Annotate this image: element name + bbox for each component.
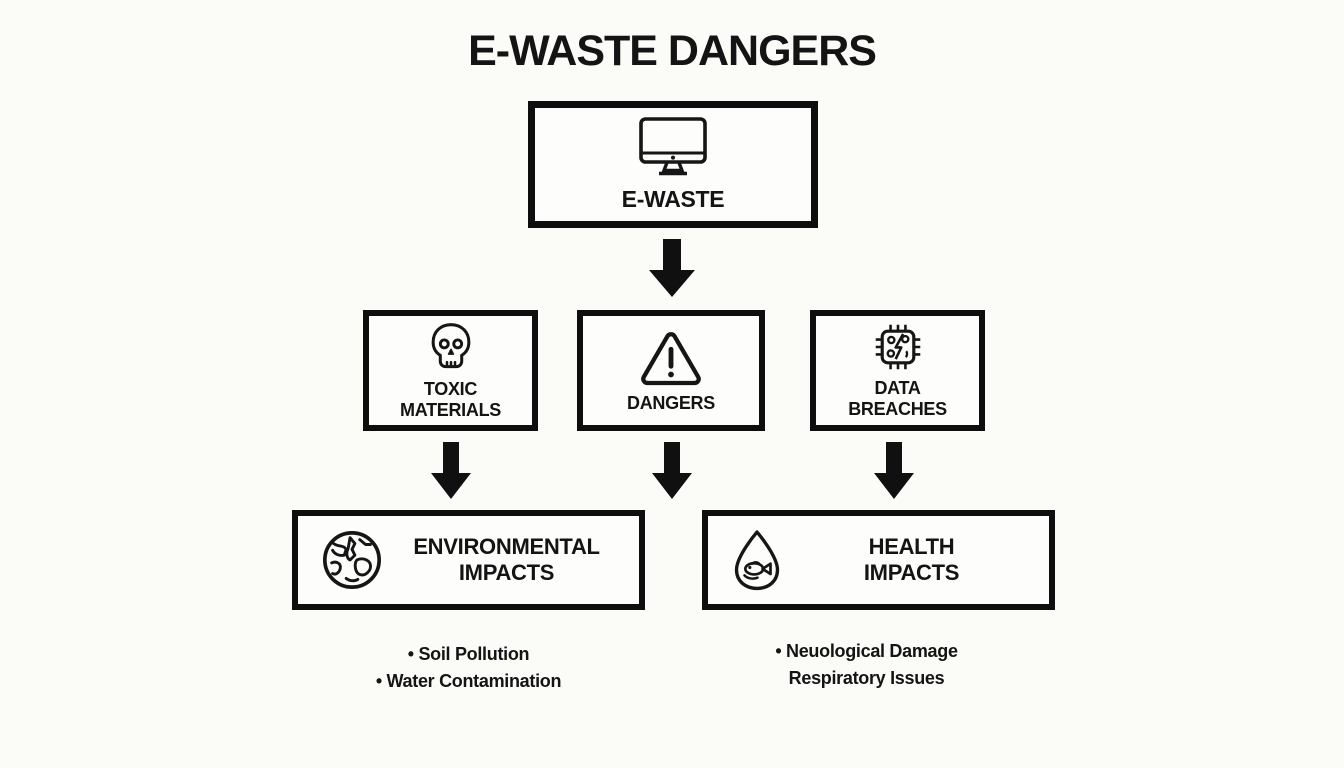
- environmental-impacts-list: • Soil Pollution • Water Contamination: [292, 641, 645, 695]
- dangers-node: DANGERS: [577, 310, 765, 431]
- ewaste-label: E-WASTE: [621, 186, 725, 212]
- arrow-down-main: [648, 239, 696, 297]
- list-item: Respiratory Issues: [788, 668, 945, 688]
- desktop-monitor-icon: [637, 116, 709, 178]
- dangers-label: DANGERS: [627, 392, 715, 413]
- health-impacts-label: HEALTH IMPACTS: [863, 534, 960, 585]
- arrow-down-toxic: [430, 442, 472, 499]
- ewaste-node: E-WASTE: [528, 101, 818, 228]
- globe-icon: [320, 528, 384, 592]
- arrow-down-data: [873, 442, 915, 499]
- list-item: • Water Contamination: [375, 671, 562, 691]
- health-impacts-list: • Neuological Damage Respiratory Issues: [690, 638, 1043, 692]
- toxic-materials-label: TOXIC MATERIALS: [400, 379, 501, 420]
- environmental-impacts-node: ENVIRONMENTAL IMPACTS: [292, 510, 645, 610]
- toxic-materials-node: TOXIC MATERIALS: [363, 310, 538, 431]
- arrow-down-dangers: [651, 442, 693, 499]
- list-item: • Neuological Damage: [775, 641, 958, 661]
- data-breaches-label: DATA BREACHES: [848, 378, 947, 419]
- water-drop-fish-icon: [730, 528, 784, 592]
- circuit-chip-icon: [872, 321, 924, 373]
- warning-triangle-icon: [638, 328, 704, 388]
- environmental-impacts-label: ENVIRONMENTAL IMPACTS: [413, 534, 600, 585]
- skull-icon: [426, 320, 476, 374]
- health-impacts-node: HEALTH IMPACTS: [702, 510, 1055, 610]
- diagram-title: E-WASTE DANGERS: [468, 27, 877, 75]
- list-item: • Soil Pollution: [407, 644, 530, 664]
- data-breaches-node: DATA BREACHES: [810, 310, 985, 431]
